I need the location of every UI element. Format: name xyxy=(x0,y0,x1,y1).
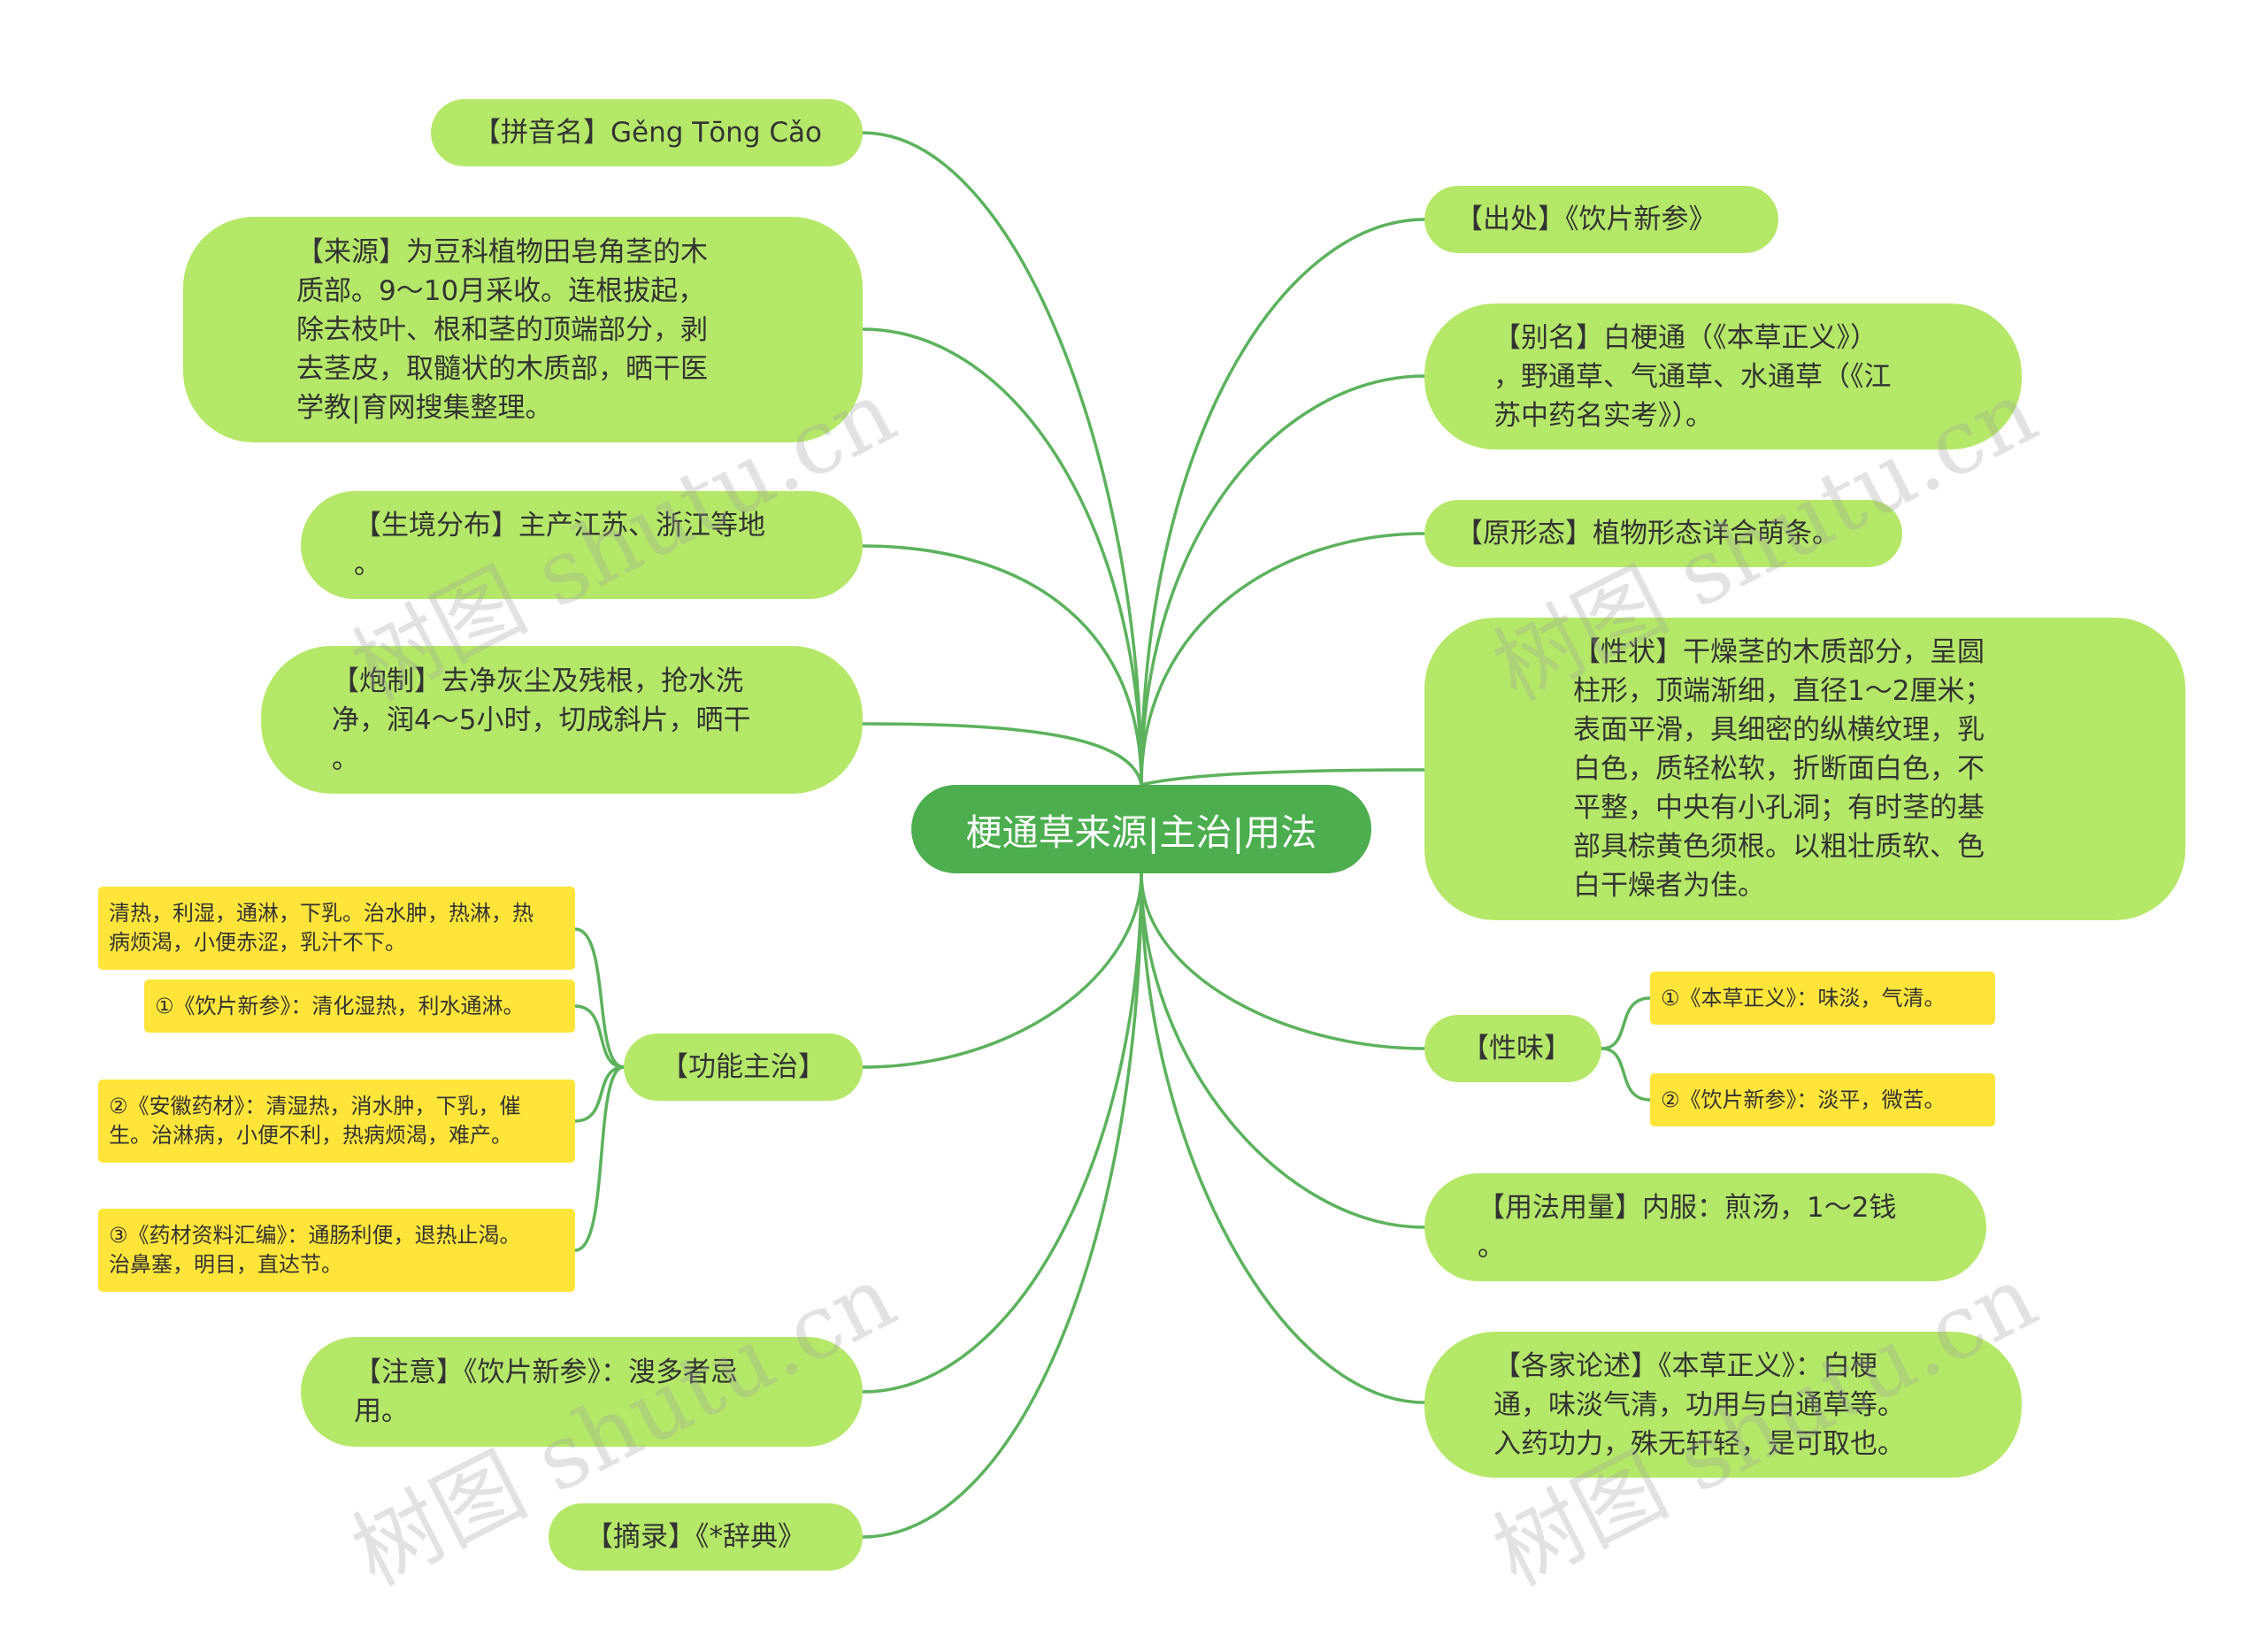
function-item-3[interactable]: ②《安徽药材》：清湿热，消水肿，下乳，催 生。治淋病，小便不利，热病烦渴，难产。 xyxy=(98,1080,575,1163)
node-usage[interactable]: 【用法用量】内服：煎汤，1～2钱 。 xyxy=(1424,1173,1986,1281)
link-excerpt xyxy=(862,872,1143,1539)
node-taste-text: 【性味】 xyxy=(1462,1033,1571,1064)
node-processing[interactable]: 【炮制】去净灰尘及残根，抢水洗 净，润4～5小时，切成斜片，晒干 。 xyxy=(261,646,863,794)
node-pinyin-text: 【拼音名】Gěng Tōng Cǎo xyxy=(473,117,822,149)
link-function-item-3 xyxy=(574,1065,625,1123)
node-morphology[interactable]: 【原形态】植物形态详合萌条。 xyxy=(1424,500,1902,567)
node-habitat[interactable]: 【生境分布】主产江苏、浙江等地 。 xyxy=(301,491,863,599)
link-function-item-1 xyxy=(574,927,625,1069)
link-function-item-2 xyxy=(574,1004,625,1069)
link-traits xyxy=(1140,768,1425,787)
function-item-4[interactable]: ③《药材资料汇编》：通肠利便，退热止渴。 治鼻塞，明目，直达节。 xyxy=(98,1209,575,1292)
node-pinyin[interactable]: 【拼音名】Gěng Tōng Cǎo xyxy=(431,99,863,166)
link-habitat xyxy=(862,544,1143,786)
node-traits-text: 【性状】干燥茎的木质部分，呈圆 柱形，顶端渐细，直径1～2厘米； 表面平滑，具细… xyxy=(1573,636,1992,902)
central-topic-label: 梗通草来源|主治|用法 xyxy=(965,811,1317,854)
function-item-2-text: ①《饮片新参》：清化湿热，利水通淋。 xyxy=(155,993,525,1018)
link-taste-item-2 xyxy=(1601,1047,1651,1102)
link-function-item-4 xyxy=(574,1065,625,1252)
function-item-4-text: ③《药材资料汇编》：通肠利便，退热止渴。 治鼻塞，明目，直达节。 xyxy=(109,1223,521,1277)
node-taste[interactable]: 【性味】 xyxy=(1424,1015,1601,1082)
node-excerpt-text: 【摘录】《*辞典》 xyxy=(586,1521,805,1553)
node-source[interactable]: 【来源】为豆科植物田皂角茎的木 质部。9～10月采收。连根拔起， 除去枝叶、根和… xyxy=(183,217,863,442)
link-function xyxy=(862,872,1143,1069)
link-pinyin xyxy=(862,131,1143,786)
function-item-2[interactable]: ①《饮片新参》：清化湿热，利水通淋。 xyxy=(144,980,575,1033)
link-origin xyxy=(1140,218,1425,786)
node-traits[interactable]: 【性状】干燥茎的木质部分，呈圆 柱形，顶端渐细，直径1～2厘米； 表面平滑，具细… xyxy=(1424,618,2185,920)
node-alias[interactable]: 【别名】白梗通（《本草正义》） ，野通草、气通草、水通草（《江 苏中药名实考》）… xyxy=(1424,304,2022,449)
node-commentary[interactable]: 【各家论述】《本草正义》：白梗 通，味淡气清，功用与白通草等。 入药功力，殊无轩… xyxy=(1424,1332,2022,1478)
link-commentary xyxy=(1140,872,1425,1404)
node-caution[interactable]: 【注意】《饮片新参》：溲多者忌 用。 xyxy=(301,1337,863,1447)
link-caution xyxy=(862,872,1143,1394)
node-function[interactable]: 【功能主治】 xyxy=(624,1033,863,1101)
node-origin[interactable]: 【出处】《饮片新参》 xyxy=(1424,186,1778,253)
taste-item-1-text: ①《本草正义》：味淡，气清。 xyxy=(1661,985,1946,1010)
node-origin-text: 【出处】《饮片新参》 xyxy=(1455,204,1716,235)
node-morphology-text: 【原形态】植物形态详合萌条。 xyxy=(1455,518,1839,549)
node-excerpt[interactable]: 【摘录】《*辞典》 xyxy=(549,1503,863,1571)
central-topic[interactable]: 梗通草来源|主治|用法 xyxy=(911,785,1371,873)
node-habitat-text: 【生境分布】主产江苏、浙江等地 。 xyxy=(354,510,765,580)
node-source-text: 【来源】为豆科植物田皂角茎的木 质部。9～10月采收。连根拔起， 除去枝叶、根和… xyxy=(296,235,708,424)
link-taste xyxy=(1140,872,1425,1050)
node-alias-text: 【别名】白梗通（《本草正义》） ，野通草、气通草、水通草（《江 苏中药名实考》）… xyxy=(1493,321,1892,432)
node-processing-text: 【炮制】去净灰尘及残根，抢水洗 净，润4～5小时，切成斜片，晒干 。 xyxy=(332,665,751,775)
link-taste-item-1 xyxy=(1601,996,1651,1050)
node-function-text: 【功能主治】 xyxy=(661,1051,825,1083)
node-usage-text: 【用法用量】内服：煎汤，1～2钱 。 xyxy=(1478,1192,1897,1263)
link-source xyxy=(862,327,1143,786)
node-caution-text: 【注意】《饮片新参》：溲多者忌 用。 xyxy=(354,1356,738,1427)
taste-item-1[interactable]: ①《本草正义》：味淡，气清。 xyxy=(1650,972,1995,1025)
link-usage xyxy=(1140,872,1425,1229)
function-item-3-text: ②《安徽药材》：清湿热，消水肿，下乳，催 生。治淋病，小便不利，热病烦渴，难产。 xyxy=(109,1094,521,1148)
function-item-1[interactable]: 清热，利湿，通淋，下乳。治水肿，热淋，热 病烦渴，小便赤涩，乳汁不下。 xyxy=(98,887,575,970)
link-morphology xyxy=(1140,532,1425,786)
taste-item-2[interactable]: ②《饮片新参》：淡平，微苦。 xyxy=(1650,1073,1995,1126)
node-commentary-text: 【各家论述】《本草正义》：白梗 通，味淡气清，功用与白通草等。 入药功力，殊无轩… xyxy=(1493,1349,1905,1460)
taste-item-2-text: ②《饮片新参》：淡平，微苦。 xyxy=(1661,1087,1946,1112)
function-item-1-text: 清热，利湿，通淋，下乳。治水肿，热淋，热 病烦渴，小便赤涩，乳汁不下。 xyxy=(109,901,534,955)
link-processing xyxy=(862,722,1143,786)
link-alias xyxy=(1140,374,1425,786)
